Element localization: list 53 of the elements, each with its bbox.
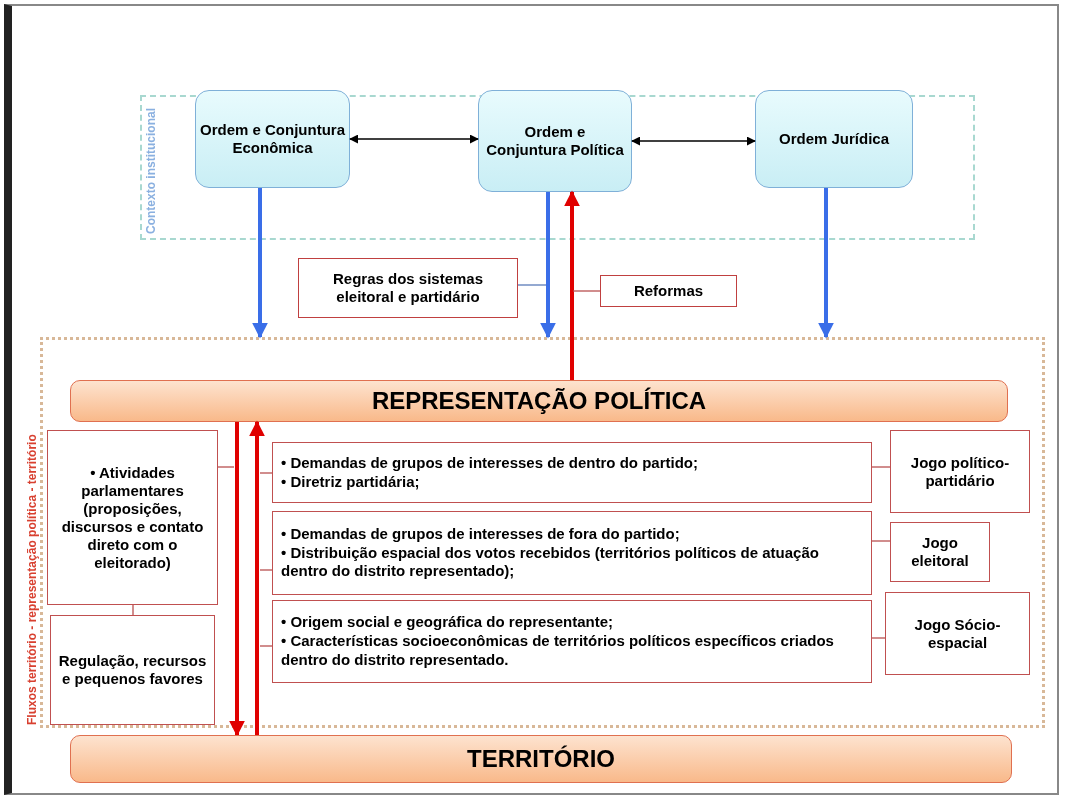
arrow xyxy=(252,188,268,339)
band-bar xyxy=(70,735,1012,783)
box-label: • Atividades parlamentares (proposições, discursos e contato direto com o eleitorado) xyxy=(60,463,205,572)
text-box xyxy=(890,430,1030,513)
note-box xyxy=(600,275,737,307)
box-label: Ordem Jurídica xyxy=(778,130,889,148)
band-title: TERRITÓRIO xyxy=(467,745,615,773)
connector-line xyxy=(871,540,891,542)
region-heading: Fluxos território - representação política - território xyxy=(25,434,39,725)
text-box xyxy=(50,615,215,725)
box-label: Reformas xyxy=(633,282,704,300)
connector-line xyxy=(259,645,273,647)
rounded-box xyxy=(195,90,350,188)
region-heading: Contexto institucional xyxy=(144,108,158,234)
arrow xyxy=(631,136,756,146)
text-box xyxy=(47,430,218,605)
bullet-item: • Distribuição espacial dos votos recebidos (territórios políticos de atuação dentro do distrito representado); xyxy=(281,543,820,582)
box-label: Regulação, recursos e pequenos favores xyxy=(57,652,208,688)
bullet-item: • Diretriz partidária; xyxy=(281,472,420,492)
box-label: Jogo eleitoral xyxy=(910,534,970,570)
band-bar xyxy=(70,380,1008,422)
box-label: Ordem e Conjuntura Econômica xyxy=(200,121,345,157)
connector-line xyxy=(517,284,547,286)
bullet-item: • Demandas de grupos de interesses de dentro do partido; xyxy=(281,453,698,473)
arrow xyxy=(564,190,580,380)
arrow xyxy=(818,188,834,339)
box-label: Ordem e Conjuntura Política xyxy=(485,123,625,159)
box-label: Jogo Sócio-espacial xyxy=(913,615,1002,652)
arrow xyxy=(349,134,479,144)
list-box xyxy=(272,442,872,503)
text-box xyxy=(885,592,1030,675)
box-label: Regras dos sistemas eleitoral e partidário xyxy=(331,270,485,306)
bullet-item: • Demandas de grupos de interesses de fora do partido; xyxy=(281,524,680,544)
connector-line xyxy=(132,604,134,616)
box-label: Jogo político-partidário xyxy=(909,453,1011,490)
note-box xyxy=(298,258,518,318)
connector-line xyxy=(871,637,886,639)
rounded-box xyxy=(755,90,913,188)
connector-line xyxy=(259,569,273,571)
bullet-item: • Características socioeconômicas de territórios políticos específicos criados dentro do distrito representado. xyxy=(281,632,835,670)
arrow xyxy=(540,192,556,339)
bullet-item: • Origem social e geográfica do representante; xyxy=(281,613,614,633)
band-title: REPRESENTAÇÃO POLÍTICA xyxy=(371,387,707,415)
text-box xyxy=(890,522,990,582)
arrow xyxy=(249,420,265,735)
connector-line xyxy=(572,290,601,292)
list-box xyxy=(272,600,872,683)
list-box xyxy=(272,511,872,595)
connector-line xyxy=(871,466,891,468)
arrow xyxy=(229,422,245,737)
connector-line xyxy=(259,472,273,474)
connector-line xyxy=(217,466,235,468)
rounded-box xyxy=(478,90,632,192)
